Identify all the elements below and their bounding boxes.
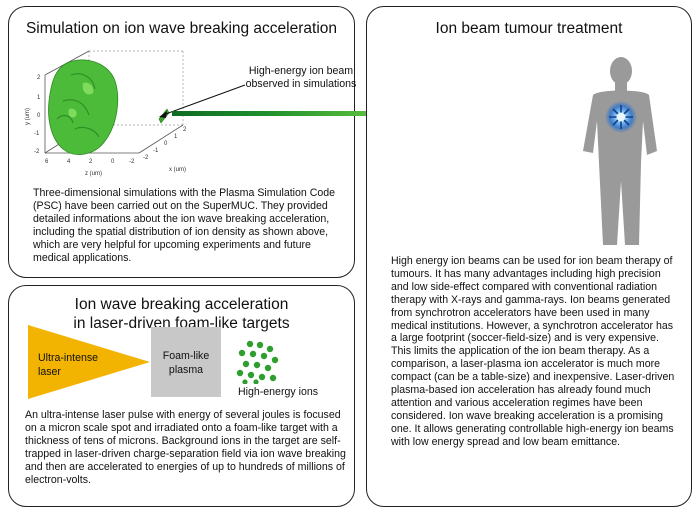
plot-y-tick: 1 — [37, 95, 41, 101]
plot-x-tick: -2 — [143, 155, 149, 161]
laser-label: Ultra-intense laser — [38, 352, 99, 378]
plot-x-axis-label: x (um) — [169, 167, 186, 173]
plot-z-tick: 6 — [45, 159, 49, 165]
wave-breaking-panel: Ion wave breaking acceleration in laser-… — [8, 285, 355, 507]
foam-label: Foam-like plasma — [162, 350, 210, 376]
plot-y-axis-label: y (um) — [25, 108, 31, 125]
patient-silhouette — [583, 57, 657, 245]
high-energy-ions-label: High-energy ions — [237, 386, 319, 398]
plot-y-tick: 2 — [37, 75, 41, 81]
plot-z-ticks: 6 4 2 0 -2 — [45, 159, 135, 165]
wave-title-line1: Ion wave breaking acceleration — [74, 296, 289, 313]
plot-y-tick: 0 — [37, 113, 41, 119]
annotation-arrow — [159, 84, 246, 118]
plot-y-tick: -1 — [34, 131, 40, 137]
wave-breaking-description: An ultra-intense laser pulse with energy… — [25, 409, 346, 486]
plot-x-tick: 0 — [164, 141, 168, 147]
ion-beam-annotation: High-energy ion beam observed in simulat… — [245, 65, 357, 90]
plot-z-tick: 2 — [89, 159, 93, 165]
tumour-treatment-panel: Ion beam tumour treatment High energy io… — [366, 6, 692, 507]
plot-z-tick: 4 — [67, 159, 71, 165]
laser-beam-shape — [28, 325, 150, 399]
ion-beam-line — [172, 111, 436, 116]
plot-x-tick: 1 — [174, 134, 178, 140]
plot-z-axis-label: z (um) — [85, 171, 102, 177]
simulation-3d-plot: 2 1 0 -1 -2 y (um) 6 4 2 0 -2 z (um) -2 … — [25, 50, 187, 177]
plot-z-tick: 0 — [111, 159, 115, 165]
plot-x-tick: 2 — [183, 127, 187, 133]
foam-target-box — [151, 327, 221, 397]
wave-title-line2: in laser-driven foam-like targets — [73, 315, 290, 332]
wave-breaking-panel-title: Ion wave breaking acceleration in laser-… — [9, 295, 354, 333]
simulation-panel: Simulation on ion wave breaking accelera… — [8, 6, 356, 278]
simulation-panel-title: Simulation on ion wave breaking accelera… — [25, 20, 338, 37]
plot-z-tick: -2 — [129, 159, 135, 165]
simulation-description: Three-dimensional simulations with the P… — [33, 187, 336, 264]
plot-y-ticks: 2 1 0 -1 -2 — [34, 75, 41, 155]
ion-density-isosurface — [48, 59, 119, 155]
plot-x-ticks: -2 -1 0 1 2 — [143, 127, 187, 161]
plot-x-tick: -1 — [153, 148, 159, 154]
plot-y-tick: -2 — [34, 149, 40, 155]
tumour-panel-title: Ion beam tumour treatment — [435, 20, 623, 37]
tumour-treatment-description: High energy ion beams can be used for io… — [391, 255, 675, 448]
high-energy-ions-cluster — [236, 340, 279, 384]
